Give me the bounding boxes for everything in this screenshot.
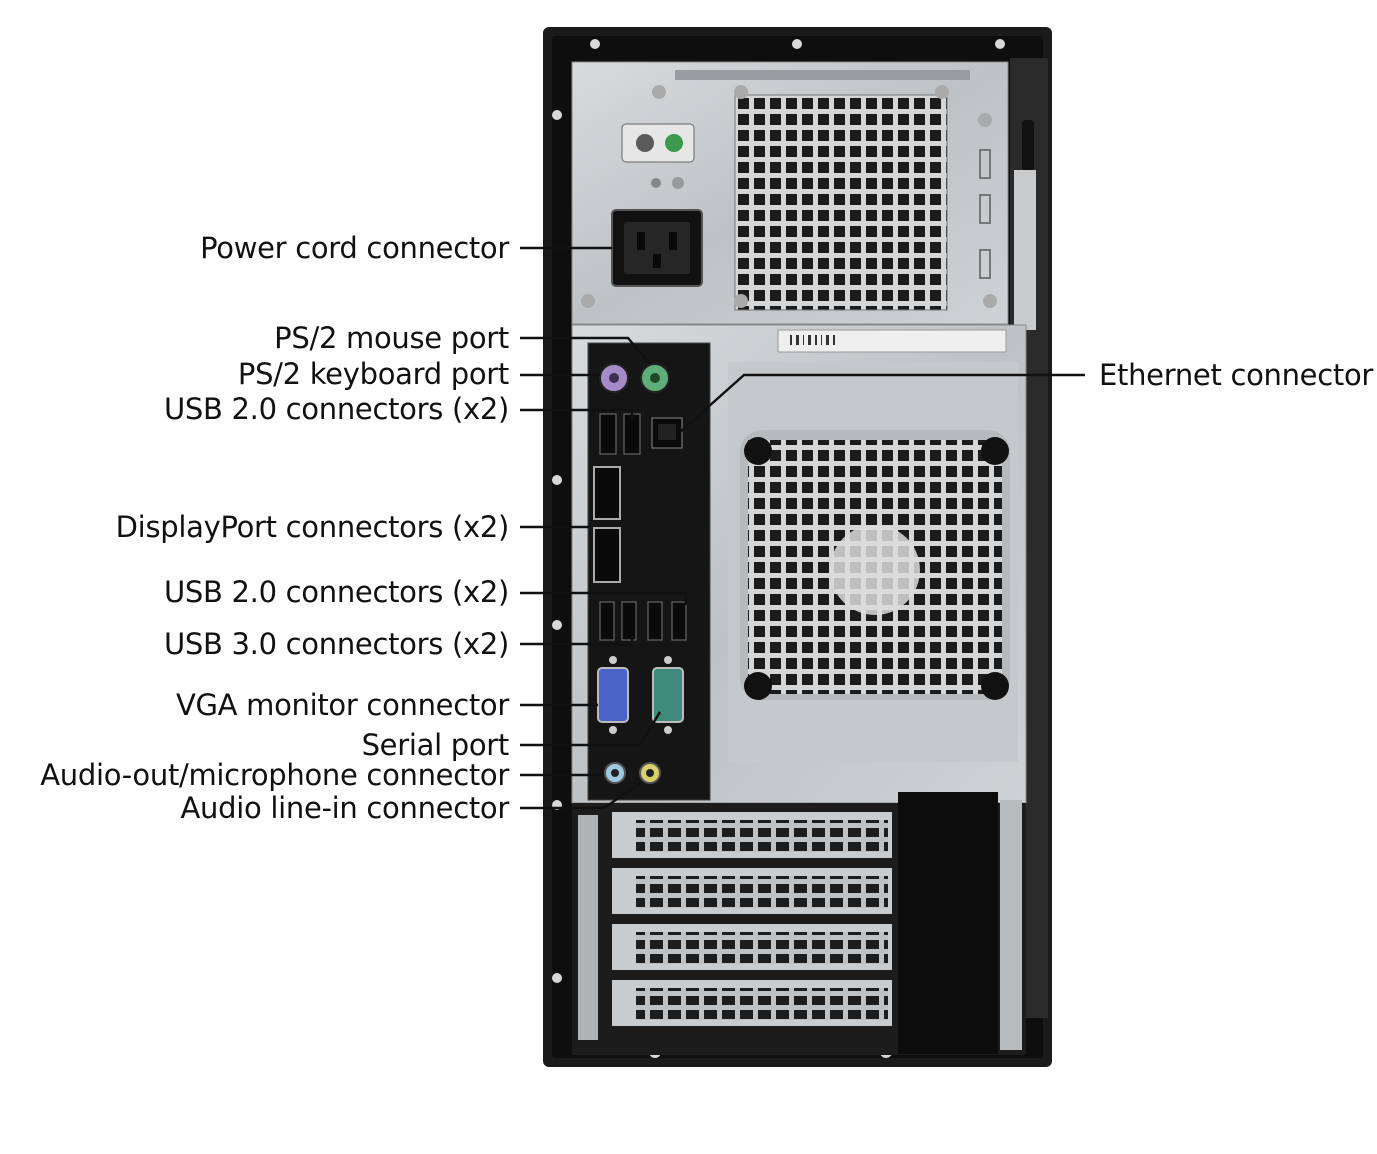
label-usb2-lower: USB 2.0 connectors (x2) [163, 575, 509, 609]
label-audio-line-in: Audio line-in connector [180, 791, 510, 825]
usb2-lower-port-2[interactable] [671, 601, 687, 641]
label-ps2-mouse-port: PS/2 mouse port [274, 321, 509, 355]
leader-lines [520, 246, 1085, 810]
label-serial-port: Serial port [361, 728, 510, 762]
displayport-port-1[interactable] [593, 466, 621, 520]
label-usb2-upper: USB 2.0 connectors (x2) [163, 392, 509, 426]
vga-port[interactable] [597, 667, 629, 723]
leader-usb2-upper [520, 408, 634, 420]
leader-audio-line-in [520, 781, 643, 810]
label-power-cord-connector: Power cord connector [200, 231, 509, 265]
label-vga-monitor-connector: VGA monitor connector [175, 688, 509, 722]
displayport-port-2[interactable] [593, 527, 621, 583]
leader-ps2-mouse [520, 336, 651, 365]
usb3-port-2[interactable] [621, 601, 637, 641]
leader-serial [520, 711, 662, 747]
expansion-slots [572, 792, 1026, 1055]
label-ethernet-connector: Ethernet connector [1099, 358, 1374, 392]
case-fan [728, 362, 1018, 762]
usb2-upper-port-1[interactable] [599, 413, 617, 455]
label-ps2-keyboard-port: PS/2 keyboard port [237, 357, 509, 391]
label-audio-out-mic: Audio-out/microphone connector [40, 758, 509, 792]
usb2-lower-port-1[interactable] [647, 601, 663, 641]
serial-port[interactable] [652, 667, 684, 723]
label-displayport: DisplayPort connectors (x2) [115, 510, 510, 544]
io-shield [587, 342, 711, 801]
label-usb3: USB 3.0 connectors (x2) [163, 627, 509, 661]
leader-usb3 [520, 636, 634, 646]
leader-usb2-lower [520, 591, 688, 605]
usb3-port-1[interactable] [599, 601, 615, 641]
power-supply-unit [571, 61, 1009, 325]
leader-ethernet [679, 373, 1085, 433]
